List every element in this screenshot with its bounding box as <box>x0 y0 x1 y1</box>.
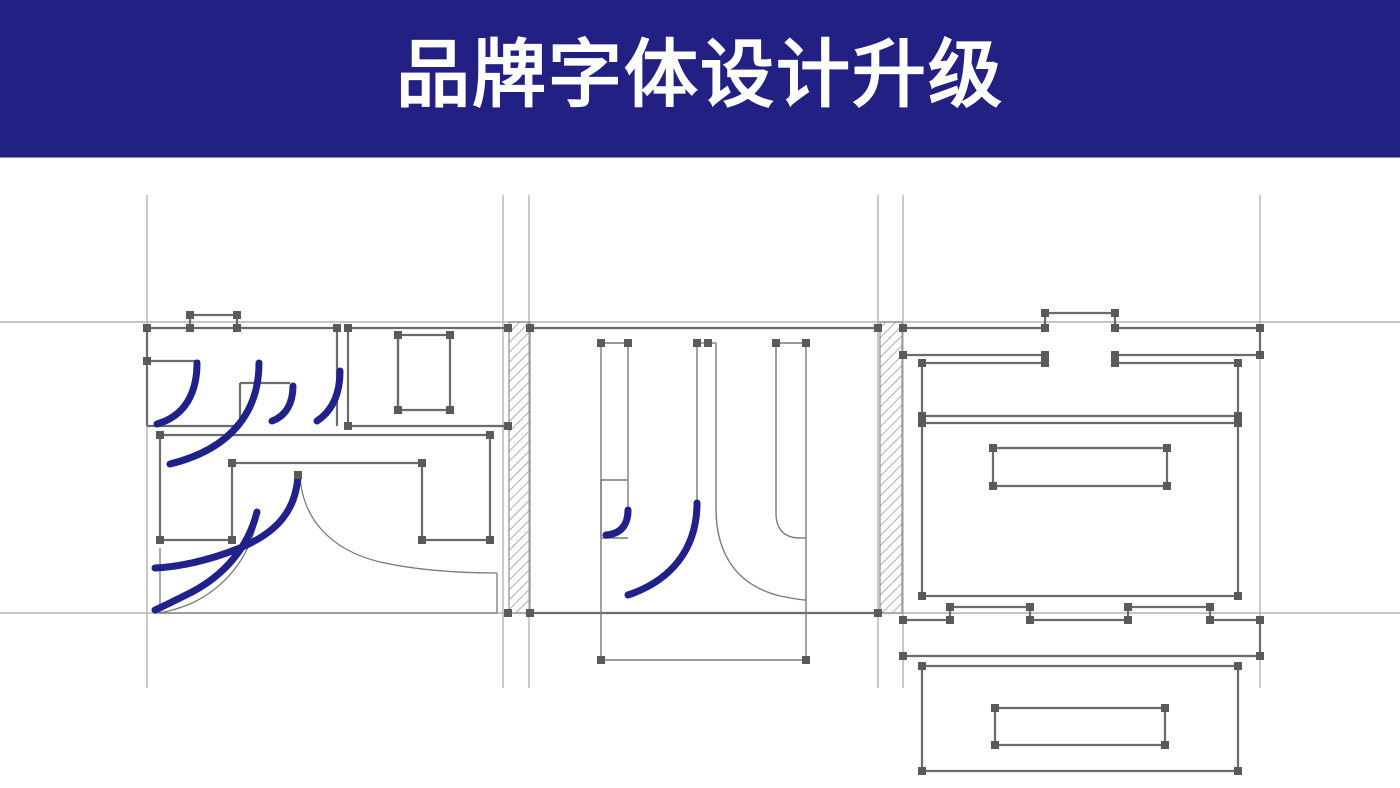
page-title: 品牌字体设计升级 <box>396 33 1004 116</box>
he-stroke-1 <box>153 359 201 428</box>
glyph-er-outline[interactable] <box>530 326 878 615</box>
hatch-band-group <box>508 321 903 614</box>
glyph-design-canvas[interactable] <box>0 158 1400 788</box>
he-stroke-2 <box>166 359 263 468</box>
glyph-xi-anchor-points[interactable] <box>899 309 1264 775</box>
er-stroke-1 <box>602 506 632 539</box>
glyph-xi-outline[interactable] <box>903 311 1262 773</box>
glyph-er-anchor-points[interactable] <box>526 324 882 664</box>
glyph-he-thin-curves <box>154 474 498 614</box>
er-stroke-2 <box>624 499 701 599</box>
header-banner: 品牌字体设计升级 <box>0 0 1400 158</box>
he-stroke-3 <box>268 382 297 425</box>
glyph-er-highlight-curves <box>602 499 701 599</box>
he-stroke-5 <box>151 471 302 572</box>
header-divider <box>0 157 1400 158</box>
he-stroke-4 <box>313 367 344 425</box>
glyph-he-outline[interactable] <box>145 313 508 542</box>
glyph-he-highlight-curves <box>151 359 344 614</box>
hatch-band-2 <box>879 321 903 614</box>
vector-outline-view[interactable] <box>0 158 1400 788</box>
he-stroke-6 <box>151 508 261 614</box>
glyph-he-anchor-points[interactable] <box>143 311 512 617</box>
hatch-band-1 <box>508 321 531 614</box>
